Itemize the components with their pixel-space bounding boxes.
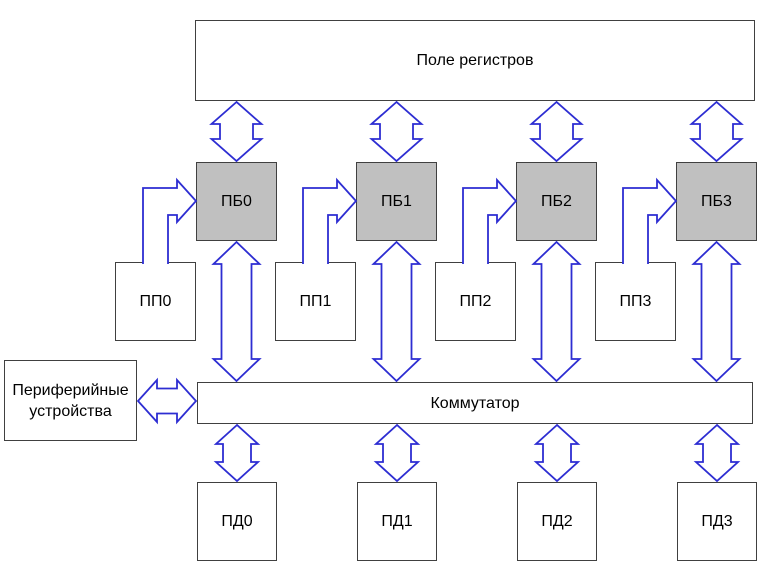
bidir-arrow-commutator-pd2 (533, 423, 581, 483)
commutator-label: Коммутатор (430, 394, 520, 412)
pd3-label: ПД3 (701, 513, 733, 530)
bidir-arrow-pb3-commutator (691, 240, 742, 383)
bidir-arrow-pb0-commutator (211, 240, 262, 383)
bidir-arrow-regfield-pb1 (369, 100, 424, 163)
pb0-box: ПБ0 (196, 162, 277, 241)
bidir-arrow-commutator-pd1 (373, 423, 421, 483)
pp1-label: ПП1 (299, 293, 332, 310)
peripherals-label-line1: Периферийные (12, 381, 129, 399)
bidir-arrow-commutator-pd0 (213, 423, 261, 483)
commutator-box: Коммутатор (197, 382, 753, 424)
bent-arrow-pp1-pb1 (302, 177, 358, 264)
pp1-box: ПП1 (275, 262, 356, 341)
pd2-label: ПД2 (541, 513, 573, 530)
register-field-label: Поле регистров (416, 52, 534, 69)
pd0-box: ПД0 (197, 482, 277, 561)
peripherals-box: Периферийные устройства (4, 360, 137, 441)
pb1-box: ПБ1 (356, 162, 437, 241)
pp0-box: ПП0 (115, 262, 196, 341)
pp3-label: ПП3 (619, 293, 652, 310)
bent-arrow-pp2-pb2 (462, 177, 518, 264)
bidir-arrow-pb2-commutator (531, 240, 582, 383)
pb2-label: ПБ2 (541, 193, 572, 210)
pb1-label: ПБ1 (381, 193, 412, 210)
pp3-box: ПП3 (595, 262, 676, 341)
peripherals-label-line2: устройства (29, 402, 112, 420)
bidir-arrow-regfield-pb2 (529, 100, 584, 163)
pd1-label: ПД1 (381, 513, 413, 530)
bidir-arrow-commutator-pd3 (693, 423, 741, 483)
bidir-arrow-pb1-commutator (371, 240, 422, 383)
pd2-box: ПД2 (517, 482, 597, 561)
pp0-label: ПП0 (139, 293, 172, 310)
pb2-box: ПБ2 (516, 162, 597, 241)
pd0-label: ПД0 (221, 513, 253, 530)
bent-arrow-pp0-pb0 (142, 177, 198, 264)
bidir-arrow-peripherals-commutator (136, 377, 198, 425)
pb0-label: ПБ0 (221, 193, 252, 210)
pp2-label: ПП2 (459, 293, 492, 310)
bidir-arrow-regfield-pb0 (209, 100, 264, 163)
pb3-label: ПБ3 (701, 193, 732, 210)
bidir-arrow-regfield-pb3 (689, 100, 744, 163)
pd1-box: ПД1 (357, 482, 437, 561)
pb3-box: ПБ3 (676, 162, 757, 241)
pd3-box: ПД3 (677, 482, 757, 561)
bent-arrow-pp3-pb3 (622, 177, 678, 264)
register-field-box: Поле регистров (195, 20, 755, 101)
pp2-box: ПП2 (435, 262, 516, 341)
